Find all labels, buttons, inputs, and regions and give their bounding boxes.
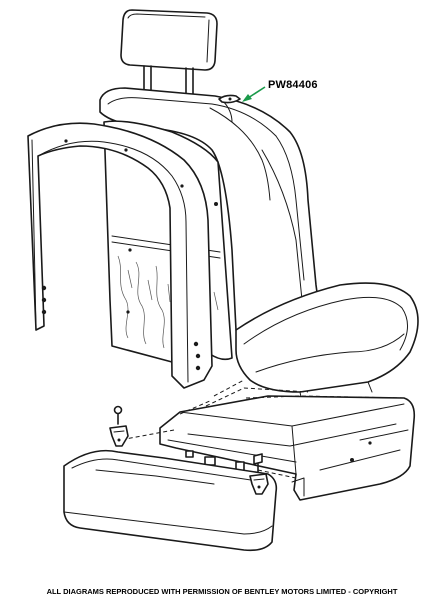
hidden-lines bbox=[119, 379, 405, 479]
base-frame bbox=[159, 395, 416, 501]
part-number-label: PW84406 bbox=[268, 79, 318, 91]
headrest bbox=[120, 9, 218, 71]
screw-left-top bbox=[113, 405, 123, 425]
back-frame bbox=[27, 122, 213, 389]
bracket-center bbox=[249, 473, 269, 495]
copyright-notice: ALL DIAGRAMS REPRODUCED WITH PERMISSION … bbox=[46, 587, 398, 596]
seat-cushion bbox=[235, 282, 419, 403]
bracket-left bbox=[109, 425, 129, 447]
callout-arrow bbox=[242, 86, 266, 102]
clip-part bbox=[218, 94, 241, 104]
screw-center bbox=[253, 453, 263, 473]
front-valance bbox=[63, 449, 278, 552]
